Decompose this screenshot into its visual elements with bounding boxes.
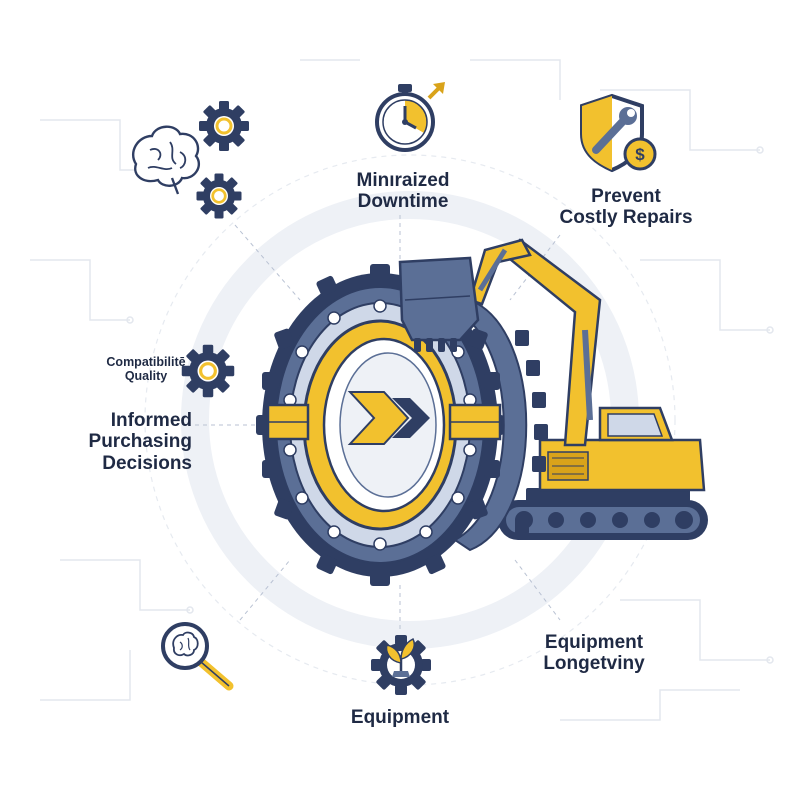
excavator-icon [468, 238, 708, 540]
label-informed-purchasing-decisions: Informed Purchasing Decisions [88, 410, 192, 474]
label-compatibility-quality: Compatibilitē Quality [106, 355, 186, 383]
label-equipment: Equipment [350, 707, 450, 728]
slewing-bearing-icon [256, 256, 548, 586]
gear-sprout-icon [371, 635, 431, 695]
svg-text:$: $ [635, 145, 645, 164]
label-equipment-longevity: Equipment Longetviny [543, 632, 645, 675]
shield-wrench-dollar-icon: $ [580, 93, 657, 173]
label-prevent-costly-repairs: Prevent Costly Repairs [559, 186, 693, 229]
label-minimized-downtime: Minıraized Downtime [356, 170, 450, 213]
magnifier-brain-icon [161, 622, 234, 691]
stopwatch-icon [375, 82, 445, 152]
brain-gears-icon [131, 99, 251, 220]
background-dashed-ring [144, 154, 676, 686]
